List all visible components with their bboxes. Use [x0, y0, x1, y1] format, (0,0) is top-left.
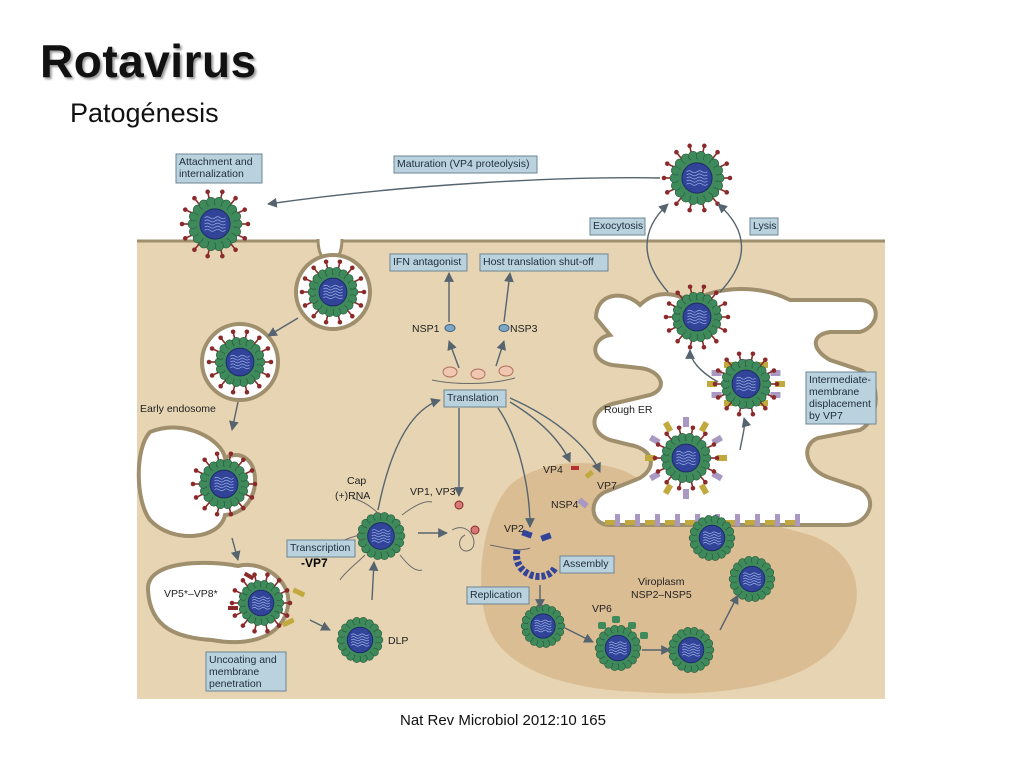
- nsp3-protein-icon: [498, 324, 510, 332]
- vp4-label: VP4: [543, 464, 563, 476]
- ribosomes: [431, 365, 516, 384]
- vp2-label: VP2: [504, 523, 524, 535]
- vp2-assembly-shell: [513, 529, 559, 580]
- attachment-box-text: internalization: [179, 168, 244, 180]
- virion-icon: [520, 604, 566, 648]
- host-shutoff-box: Host translation shut-off: [479, 253, 609, 272]
- dlp-label: DLP: [388, 635, 408, 647]
- early-endosome-label: Early endosome: [140, 403, 216, 415]
- maturation-box: Maturation (VP4 proteolysis): [393, 155, 538, 174]
- virion-icon: [179, 189, 251, 259]
- nsp4-label: NSP4: [551, 499, 579, 511]
- virion-icon: [190, 451, 258, 517]
- assembly-box-text: Assembly: [563, 558, 609, 570]
- nsp1-label: NSP1: [412, 323, 440, 335]
- virion-icon: [667, 627, 715, 673]
- assembly-box: Assembly: [559, 555, 615, 574]
- transcription-box: Transcription: [286, 539, 356, 558]
- rough-er-label: Rough ER: [604, 404, 653, 416]
- process-arrows: [229, 177, 752, 655]
- er-membrane-proteins: [605, 359, 800, 526]
- virion-icon: [229, 572, 293, 634]
- intermediate-box-text: membrane: [809, 386, 859, 398]
- vp5-vp8-label: VP5*–VP8*: [164, 588, 218, 600]
- vp1-vp3-protein-icon: [454, 500, 464, 510]
- mrna-strands: [324, 497, 531, 581]
- rna-label: (+)RNA: [335, 490, 370, 502]
- replication-box-text: Replication: [470, 589, 522, 601]
- virion-icon: [206, 329, 274, 395]
- replication-box: Replication: [466, 586, 530, 605]
- nsp1-protein-icon: [444, 324, 456, 332]
- virion-icon: [594, 625, 642, 671]
- viroplasm-label-line-1: Viroplasm: [638, 576, 685, 588]
- vp5-vp8-fragments: [228, 571, 306, 628]
- slide-title: Rotavirus: [40, 35, 257, 87]
- nsp3-label: NSP3: [510, 323, 538, 335]
- intermediate-box-text: by VP7: [809, 410, 843, 422]
- ifn-box-text: IFN antagonist: [393, 256, 461, 268]
- intermediate-box-text: displacement: [809, 398, 871, 410]
- virion-icon: [661, 143, 733, 213]
- vp6-label: VP6: [592, 603, 612, 615]
- cap-label: Cap: [347, 475, 366, 487]
- uncoating-box-text: Uncoating and: [209, 654, 277, 666]
- viroplasm: [481, 462, 857, 694]
- virion-icon: [663, 284, 731, 350]
- virion-icon: [728, 556, 776, 602]
- vp1-vp3-label: VP1, VP3: [410, 486, 456, 498]
- virion-icon: [712, 351, 780, 417]
- vp7-label: VP7: [597, 480, 617, 492]
- host-shutoff-box-text: Host translation shut-off: [483, 256, 594, 268]
- translation-box: Translation: [443, 389, 507, 408]
- virion-icon: [652, 425, 720, 491]
- exocytosis-box: Exocytosis: [589, 217, 646, 236]
- virion-icon: [336, 617, 384, 663]
- early-endosome: [136, 425, 257, 539]
- vp6-proteins: [598, 616, 648, 639]
- uncoating-box-text: penetration: [209, 678, 262, 690]
- lysis-box-text: Lysis: [753, 220, 777, 232]
- vp4-protein-icon: [571, 466, 579, 470]
- vp7-protein-icon: [584, 469, 594, 479]
- exocytosis-box-text: Exocytosis: [593, 220, 643, 232]
- rna-protein-icon: [470, 525, 480, 535]
- lysis-box: Lysis: [749, 217, 779, 236]
- virion-icon: [356, 512, 406, 560]
- minus-vp7-label: -VP7: [301, 556, 328, 570]
- ifn-box: IFN antagonist: [389, 253, 468, 272]
- nsp4-protein-icon: [577, 497, 589, 509]
- virion-icon: [299, 259, 367, 325]
- citation: Nat Rev Microbiol 2012:10 165: [400, 712, 606, 729]
- slide-subtitle: Patogénesis: [70, 98, 219, 128]
- transcription-box-text: Transcription: [290, 542, 350, 554]
- attachment-box-text: Attachment and: [179, 156, 253, 168]
- uncoating-box-text: membrane: [209, 666, 259, 678]
- viroplasm-label-line-2: NSP2–NSP5: [631, 589, 692, 601]
- translation-box-text: Translation: [447, 392, 499, 404]
- intermediate-box-text: Intermediate-: [809, 374, 871, 386]
- virion-icon: [688, 515, 736, 561]
- maturation-box-text: Maturation (VP4 proteolysis): [397, 158, 529, 170]
